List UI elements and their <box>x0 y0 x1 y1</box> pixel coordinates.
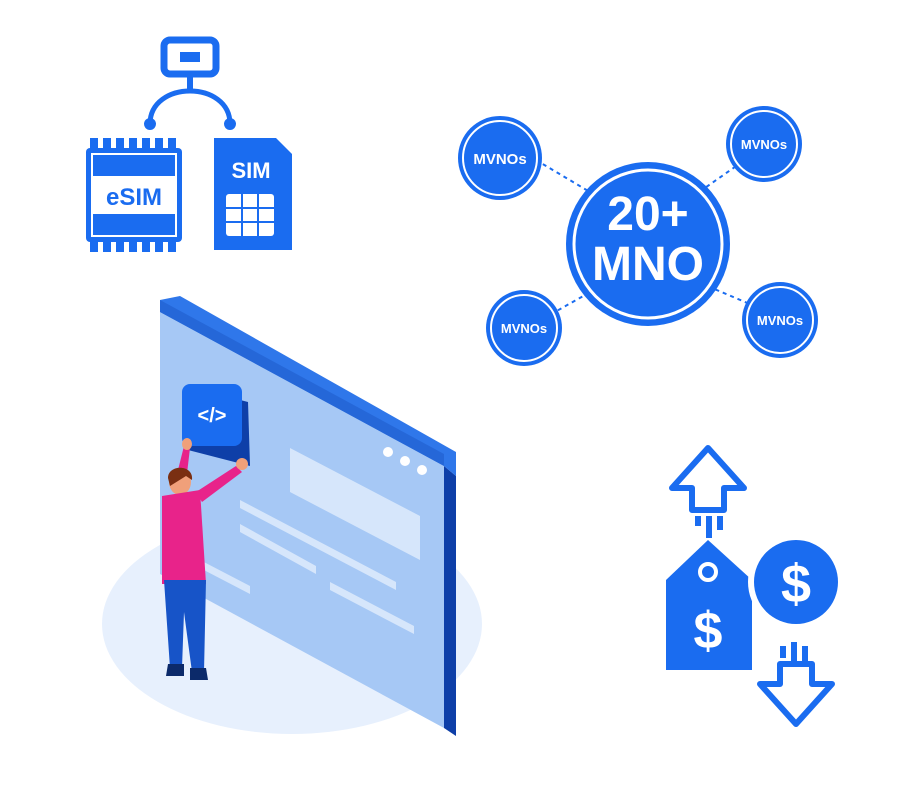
mvno-node: MVNOs <box>458 116 542 200</box>
esim-chip-icon: eSIM <box>86 138 182 252</box>
coin-dollar-sign: $ <box>781 554 811 614</box>
mno-label: MNO <box>592 238 704 291</box>
mvno-node: MVNOs <box>726 106 802 182</box>
mvno-node: MVNOs <box>486 290 562 366</box>
content-block <box>290 448 420 560</box>
sim-card-icon: SIM <box>214 138 292 250</box>
person-figure <box>162 438 248 680</box>
code-tile: </> <box>182 384 250 466</box>
arrow-down-icon <box>757 642 835 727</box>
pricing-icon-group: $ $ <box>666 445 844 727</box>
arrow-up-icon <box>669 445 747 538</box>
developer-scene: </> <box>102 296 482 736</box>
esim-label: eSIM <box>106 184 162 211</box>
mvno-label: MVNOs <box>741 137 787 152</box>
window-dot <box>383 447 393 457</box>
window-dot <box>417 465 427 475</box>
mvno-node: MVNOs <box>742 282 818 358</box>
code-tile-label: </> <box>198 405 227 427</box>
mvno-label: MVNOs <box>473 151 526 168</box>
mno-node: 20+ MNO <box>566 162 730 326</box>
mvno-label: MVNOs <box>757 313 803 328</box>
network-diagram: 20+ MNO MVNOs MVNOs MVNOs MVNOs <box>458 106 818 366</box>
window-dot <box>400 456 410 466</box>
connector-icon <box>144 36 236 130</box>
tag-dollar-sign: $ <box>694 602 723 660</box>
sim-group: eSIM SIM <box>86 36 292 252</box>
mno-count: 20+ <box>607 188 688 241</box>
mvno-label: MVNOs <box>501 321 547 336</box>
price-tag-icon: $ <box>666 540 752 670</box>
sim-label: SIM <box>231 158 270 183</box>
coin-icon: $ <box>748 534 844 630</box>
